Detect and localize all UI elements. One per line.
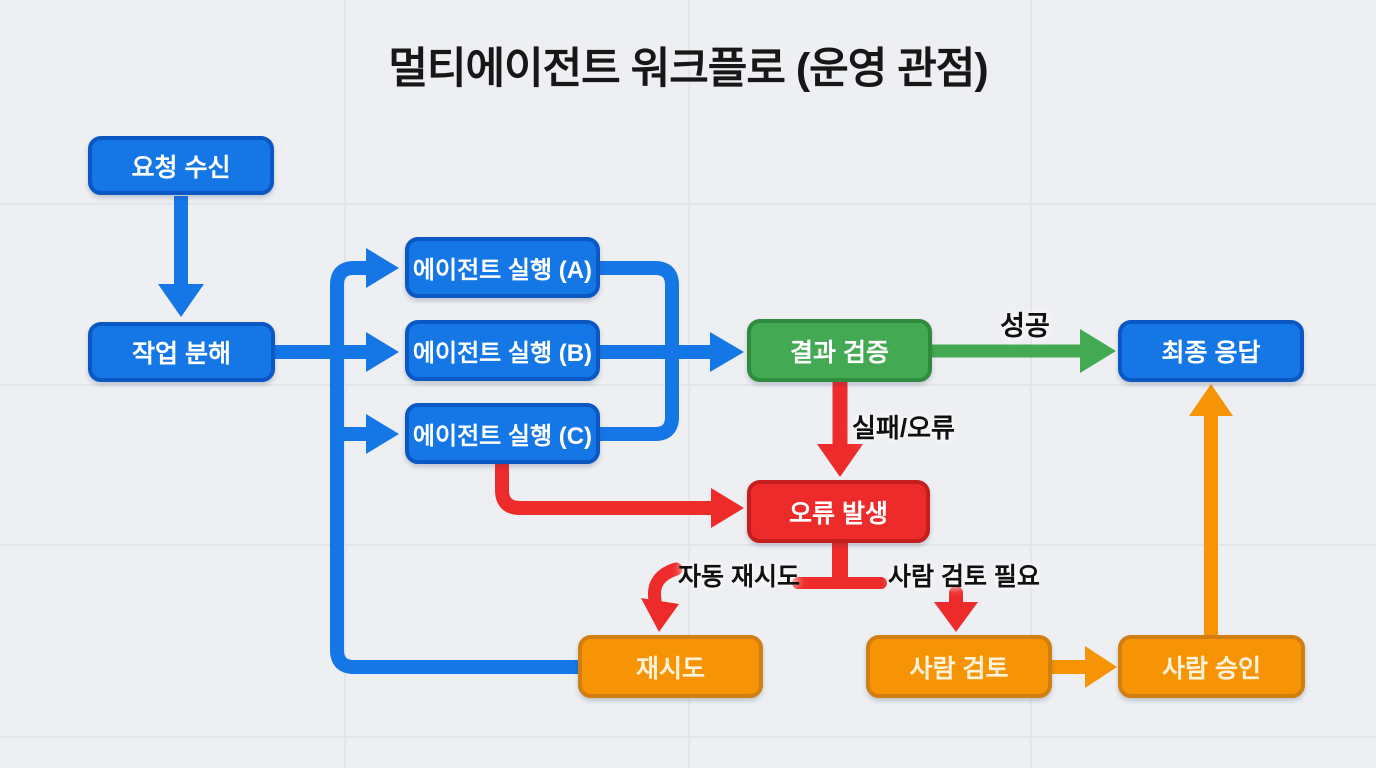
edge-label-auto-retry: 자동 재시도 bbox=[678, 563, 800, 591]
diagram-title: 멀티에이전트 워크플로 (운영 관점) bbox=[388, 45, 988, 93]
node-agent-c: 에이전트 실행 (C) bbox=[405, 403, 600, 464]
edge-label-fail: 실패/오류 bbox=[852, 413, 955, 443]
node-validate: 결과 검증 bbox=[747, 319, 932, 382]
arrowhead-down-icon bbox=[934, 602, 978, 632]
node-retry-label: 재시도 bbox=[635, 654, 705, 683]
node-human-review: 사람 검토 bbox=[866, 635, 1052, 698]
node-retry: 재시도 bbox=[578, 635, 763, 698]
node-request: 요청 수신 bbox=[88, 136, 274, 195]
node-agent-b: 에이전트 실행 (B) bbox=[405, 320, 600, 381]
grid-line bbox=[0, 203, 1376, 205]
node-final-response: 최종 응답 bbox=[1118, 320, 1304, 382]
edge-label-human-review: 사람 검토 필요 bbox=[888, 563, 1040, 591]
grid-line bbox=[0, 544, 1376, 546]
arrowhead-right-icon bbox=[710, 332, 744, 372]
node-decompose: 작업 분해 bbox=[88, 322, 275, 382]
edge-error-retry-curve bbox=[647, 562, 683, 607]
node-human-approve: 사람 승인 bbox=[1118, 635, 1305, 698]
arrowhead-up-icon bbox=[1189, 384, 1233, 416]
edge-agentA-merge-line bbox=[600, 261, 679, 352]
arrowhead-down-icon bbox=[817, 444, 863, 477]
grid-line bbox=[0, 736, 1376, 738]
arrowhead-right-icon bbox=[711, 488, 744, 528]
edge-label-success: 성공 bbox=[1000, 311, 1050, 341]
node-final-response-label: 최종 응답 bbox=[1161, 339, 1261, 367]
arrowhead-right-icon bbox=[1085, 646, 1117, 688]
node-agent-a-label: 에이전트 실행 (A) bbox=[412, 257, 593, 284]
arrowhead-right-icon bbox=[366, 332, 399, 372]
arrowhead-right-icon bbox=[366, 414, 399, 454]
arrowhead-down-icon bbox=[158, 284, 204, 317]
edge-agentC-error-line bbox=[495, 457, 718, 515]
node-agent-c-label: 에이전트 실행 (C) bbox=[412, 423, 593, 450]
node-agent-a: 에이전트 실행 (A) bbox=[405, 237, 600, 298]
node-error-label: 오류 발생 bbox=[789, 499, 888, 528]
node-error: 오류 발생 bbox=[747, 480, 930, 543]
arrowhead-right-icon bbox=[1080, 329, 1116, 373]
arrowhead-right-icon bbox=[366, 248, 399, 288]
node-request-label: 요청 수신 bbox=[131, 153, 231, 182]
node-agent-b-label: 에이전트 실행 (B) bbox=[412, 340, 593, 367]
node-human-review-label: 사람 검토 bbox=[909, 654, 1009, 683]
node-validate-label: 결과 검증 bbox=[790, 338, 889, 367]
edge-agentC-merge-line bbox=[600, 352, 679, 441]
node-human-approve-label: 사람 승인 bbox=[1162, 654, 1261, 683]
node-decompose-label: 작업 분해 bbox=[132, 340, 231, 368]
grid-line bbox=[0, 384, 1376, 386]
arrowhead-down-icon bbox=[641, 598, 679, 632]
